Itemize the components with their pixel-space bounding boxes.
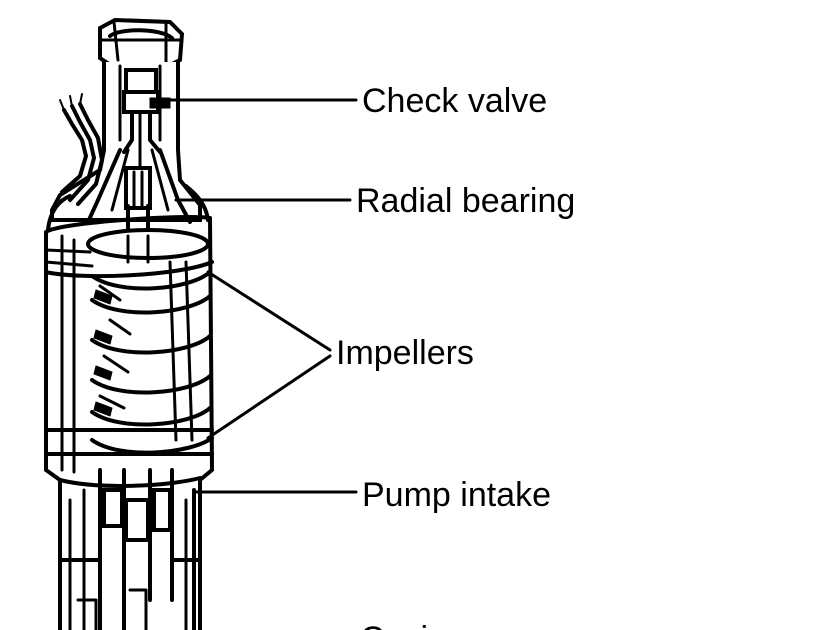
pump-body	[44, 214, 215, 630]
intake-section	[58, 468, 202, 630]
leader-impellers-lower	[206, 354, 332, 440]
impeller-stack	[44, 228, 214, 456]
pump-illustration	[44, 17, 215, 630]
leader-lines	[156, 98, 358, 494]
power-cable	[59, 93, 104, 206]
labels: Check valve Radial bearing Impellers Pum…	[336, 82, 575, 630]
leader-impellers-upper	[206, 270, 332, 352]
label-impellers: Impellers	[336, 334, 474, 372]
label-partial-bottom: Casing	[360, 620, 466, 630]
label-pump-intake: Pump intake	[362, 476, 551, 514]
discharge-fitting	[98, 17, 185, 68]
radial-bearing	[46, 148, 210, 238]
label-check-valve: Check valve	[362, 82, 547, 120]
label-radial-bearing: Radial bearing	[356, 182, 575, 220]
